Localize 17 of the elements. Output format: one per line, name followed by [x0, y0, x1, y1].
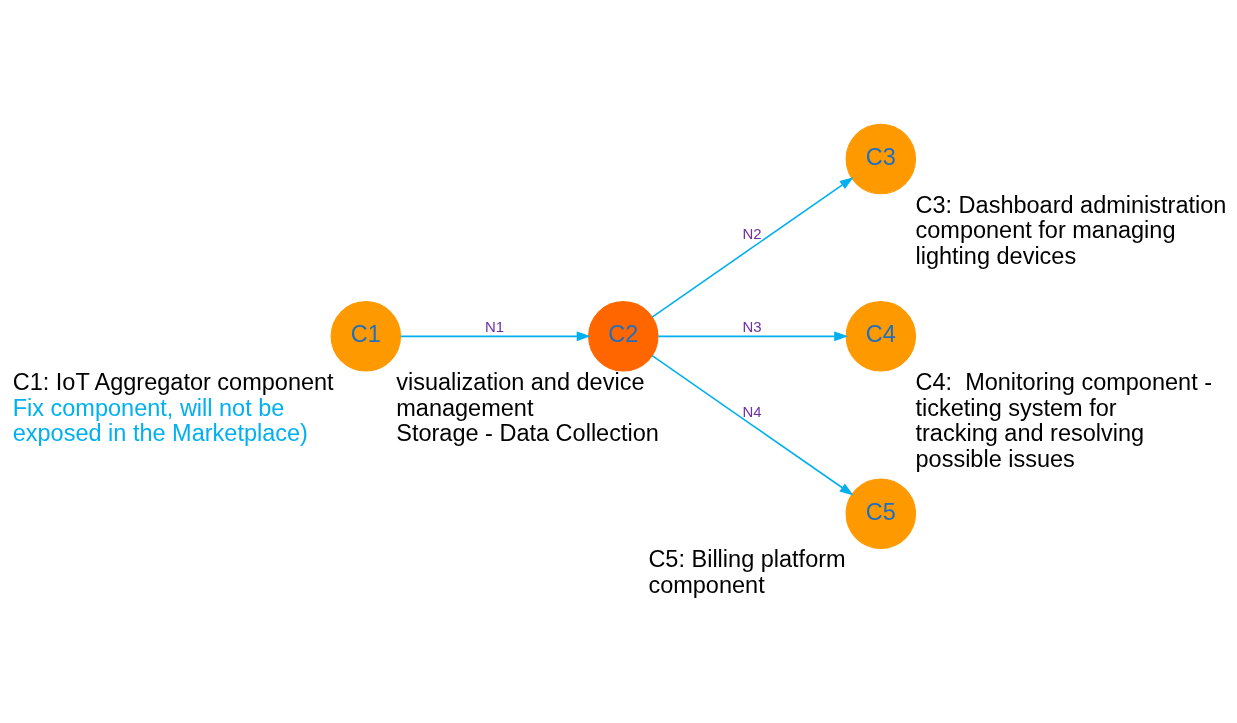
edge-label: N1: [485, 317, 505, 335]
arrow: [657, 331, 849, 341]
node-circle: C2: [588, 300, 659, 372]
node-circle: C4: [845, 300, 917, 372]
edge-label: N4: [742, 402, 762, 420]
arrow: [651, 176, 854, 318]
node-label: C4: Monitoring component - ticketing system for tracking and resolving possible issues: [915, 368, 1213, 472]
node-label: Fix component, will not be exposed in the Marketplace): [12, 394, 308, 446]
node-label: C3: Dashboard administration component for managing lighting devices: [915, 191, 1227, 269]
node-circle: C3: [845, 123, 917, 194]
node-circle: C5: [845, 477, 917, 549]
arrow: [400, 331, 591, 341]
node-label: C5: Billing platform component: [648, 545, 846, 598]
edge-label: N3: [742, 317, 762, 335]
edge-label: N2: [742, 224, 762, 242]
node-circle: C1: [330, 300, 402, 372]
arrow: [651, 354, 854, 496]
